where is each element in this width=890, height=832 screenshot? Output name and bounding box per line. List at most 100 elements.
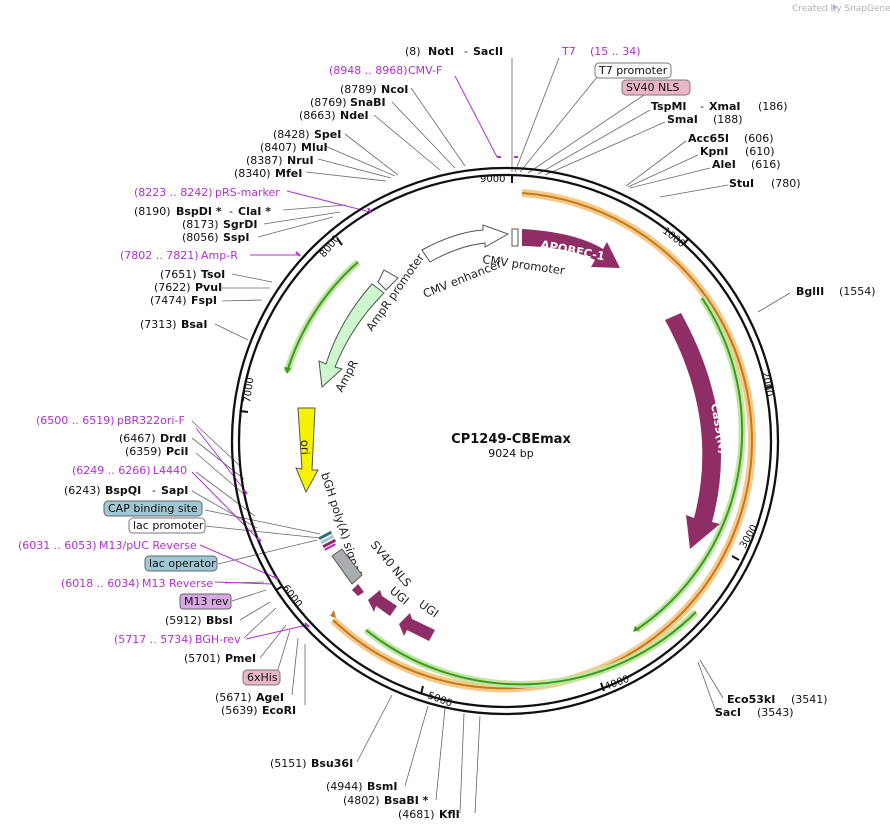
feature-cmv-promoter[interactable] — [511, 228, 519, 247]
sgrdi-name[interactable]: SgrDI — [223, 218, 257, 231]
ncoi-name[interactable]: NcoI — [381, 83, 408, 96]
bsu36i-name[interactable]: Bsu36I — [311, 757, 353, 770]
kfli-name[interactable]: KflI — [439, 808, 460, 821]
orf-green-arc-bottom — [365, 611, 697, 686]
tsoi-name[interactable]: TsoI — [201, 268, 225, 281]
t7-promoter-label: T7 promoter — [598, 64, 668, 77]
feature-ampr-arrow[interactable] — [318, 283, 385, 389]
bgh-name[interactable]: BGH-rev — [195, 633, 241, 646]
bsabi-name[interactable]: BsaBI * — [384, 794, 429, 807]
snabi-name[interactable]: SnaBI — [350, 96, 386, 109]
m13rev-range: (6018 .. 6034) — [61, 577, 140, 590]
lac-operator-label: lac operator — [149, 557, 216, 570]
lac-promoter-box[interactable] — [128, 517, 206, 534]
mlui-pos: (8407) — [260, 141, 297, 154]
xmai-name[interactable]: XmaI — [709, 100, 740, 113]
acc65i-pos: (606) — [744, 132, 774, 145]
tick-label-6000: 6000 — [280, 583, 304, 610]
l4440-name[interactable]: L4440 — [153, 464, 187, 477]
agei-name[interactable]: AgeI — [256, 691, 284, 704]
backbone-outer-ring — [230, 166, 780, 716]
sacii-name[interactable]: SacII — [473, 45, 503, 58]
orf-green-arc-cas9 — [635, 297, 744, 631]
plasmid-name: CP1249-CBEmax — [451, 432, 571, 447]
noti-pos: (8) — [405, 45, 421, 58]
alei-name[interactable]: AleI — [712, 158, 736, 171]
six-his-box[interactable] — [242, 669, 281, 686]
ecori-name[interactable]: EcoRI — [262, 704, 296, 717]
lac-operator-box[interactable] — [144, 555, 218, 572]
snapgene-watermark: Created by SnapGene — [792, 4, 890, 14]
cap-binding-site-label: CAP binding site — [108, 502, 198, 515]
eco53ki-name[interactable]: Eco53kI — [727, 693, 775, 706]
sspi-name[interactable]: SspI — [223, 231, 249, 244]
sapi-name[interactable]: SapI — [161, 484, 188, 497]
kpni-pos: (610) — [745, 145, 775, 158]
feature-cmv-enhancer[interactable] — [421, 224, 510, 263]
pmei-name[interactable]: PmeI — [225, 652, 256, 665]
cmvf-range: (8948 .. 8968) — [329, 64, 408, 77]
drdi-name[interactable]: DrdI — [160, 432, 187, 445]
feature-apobec1-arrow[interactable] — [522, 229, 620, 268]
tick-label-7000: 7000 — [242, 377, 256, 404]
mfei-pos: (8340) — [234, 167, 271, 180]
m13-rev-box[interactable] — [179, 593, 232, 610]
tick-label-9000: 9000 — [480, 174, 505, 185]
noti-name[interactable]: NotI — [428, 45, 454, 58]
acc65i-name[interactable]: Acc65I — [688, 132, 729, 145]
pvui-name[interactable]: PvuI — [195, 281, 222, 294]
feature-ampr-promoter[interactable] — [377, 269, 399, 291]
bsai-pos: (7313) — [140, 318, 177, 331]
tick-label-2000: 2000 — [759, 371, 774, 398]
noti-sep: - — [464, 45, 468, 58]
cap-binding-site-box[interactable] — [103, 500, 203, 517]
feature-ori-label: ori — [298, 440, 313, 455]
bsabi-pos: (4802) — [343, 794, 380, 807]
bspqi-name[interactable]: BspQI — [105, 484, 141, 497]
backbone-inner-ring — [237, 173, 773, 709]
nrui-pos: (8387) — [246, 154, 283, 167]
bsmi-name[interactable]: BsmI — [367, 780, 398, 793]
bglii-name[interactable]: BglII — [796, 285, 824, 298]
smai-name[interactable]: SmaI — [667, 113, 698, 126]
feature-sv40nls-box[interactable] — [352, 584, 364, 596]
ndei-name[interactable]: NdeI — [340, 109, 369, 122]
ecori-pos: (5639) — [221, 704, 258, 717]
kpni-name[interactable]: KpnI — [700, 145, 728, 158]
clai-name[interactable]: ClaI * — [238, 205, 271, 218]
ampr-primer-name[interactable]: Amp-R — [201, 249, 238, 262]
feature-cas9-arrow[interactable] — [665, 313, 722, 549]
t7-promoter-box[interactable] — [594, 62, 672, 79]
stui-name[interactable]: StuI — [729, 177, 754, 190]
feature-ori-arrow[interactable] — [295, 407, 319, 494]
prs-name[interactable]: pRS-marker — [215, 186, 280, 199]
m13rev-name[interactable]: M13 Reverse — [142, 577, 213, 590]
feature-ugi2-arrow[interactable] — [399, 613, 435, 641]
bbsi-name[interactable]: BbsI — [206, 614, 233, 627]
kfli-pos: (4681) — [398, 808, 435, 821]
feature-ugi2-label: UGI — [416, 597, 441, 620]
sv40-nls-box[interactable] — [621, 79, 691, 96]
m13puc-name[interactable]: M13/pUC Reverse — [99, 539, 197, 552]
mfei-name[interactable]: MfeI — [275, 167, 302, 180]
pcii-name[interactable]: PciI — [166, 445, 188, 458]
bspdi-name[interactable]: BspDI * — [176, 205, 222, 218]
nrui-name[interactable]: NruI — [287, 154, 314, 167]
cmvf-name[interactable]: CMV-F — [408, 64, 442, 77]
tspmi-name[interactable]: TspMI — [651, 100, 687, 113]
fspi-name[interactable]: FspI — [191, 294, 217, 307]
pbr-name[interactable]: pBR322ori-F — [117, 414, 185, 427]
mlui-name[interactable]: MluI — [301, 141, 328, 154]
bsai-name[interactable]: BsaI — [181, 318, 207, 331]
ncoi-pos: (8789) — [340, 83, 377, 96]
tspmi-pos: (186) — [758, 100, 788, 113]
feature-bgh-polya[interactable] — [331, 548, 363, 585]
sv40-nls-box-label: SV40 NLS — [626, 81, 679, 94]
orf-orange-arrowhead — [330, 610, 336, 618]
saci-name[interactable]: SacI — [715, 706, 741, 719]
feature-ugi1-arrow[interactable] — [368, 590, 397, 616]
spei-name[interactable]: SpeI — [314, 128, 341, 141]
t7-primer-name[interactable]: T7 — [561, 45, 576, 58]
